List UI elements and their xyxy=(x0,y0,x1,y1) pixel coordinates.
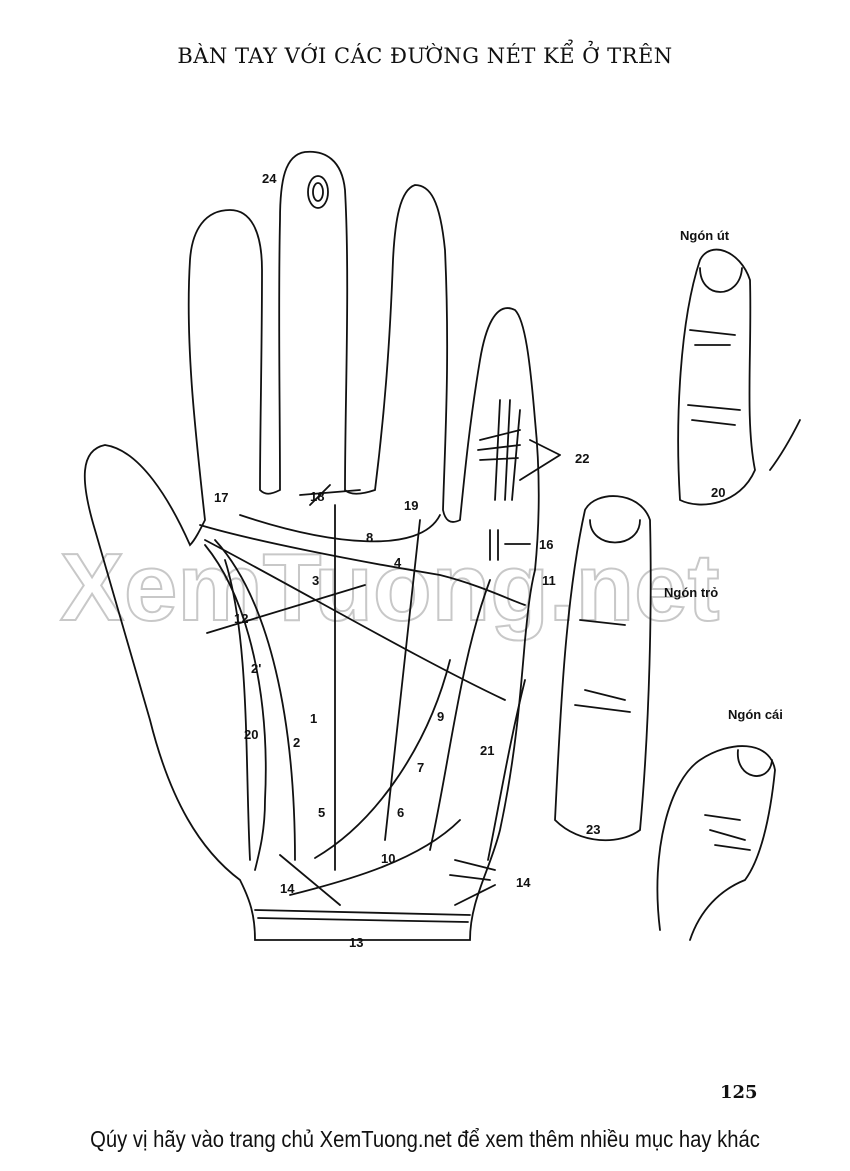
thumb-outline xyxy=(656,745,776,941)
line-7 xyxy=(314,659,451,859)
footer-suffix: để xem thêm nhiều mục hay khác xyxy=(451,1126,760,1152)
little-finger-creases xyxy=(687,329,741,426)
page-title: BÀN TAY VỚI CÁC ĐƯỜNG NÉT KỂ Ở TRÊN xyxy=(177,44,673,68)
label-5: 5 xyxy=(318,805,325,820)
label-4: 4 xyxy=(394,555,402,570)
footer-site-link[interactable]: XemTuong.net xyxy=(319,1126,452,1152)
label-20-little: 20 xyxy=(711,485,725,500)
label-index-finger: Ngón trỏ xyxy=(664,585,718,600)
pointer-22-16 xyxy=(504,439,561,545)
label-23: 23 xyxy=(586,822,600,837)
line-21 xyxy=(487,679,526,861)
index-finger-creases xyxy=(574,619,631,713)
label-16: 16 xyxy=(539,537,553,552)
label-6: 6 xyxy=(397,805,404,820)
label-3: 3 xyxy=(312,573,319,588)
label-little-finger: Ngón út xyxy=(680,228,730,243)
little-finger-outline xyxy=(677,248,801,506)
line-9 xyxy=(429,579,491,851)
line-10 xyxy=(289,819,461,896)
line-14-right xyxy=(449,859,496,906)
footer-note: Qúy vị hãy vào trang chủ XemTuong.net để… xyxy=(51,1126,799,1153)
label-13: 13 xyxy=(349,935,363,950)
label-11: 11 xyxy=(542,573,556,588)
label-1: 1 xyxy=(310,711,317,726)
label-20-palm: 20 xyxy=(244,727,258,742)
label-7: 7 xyxy=(417,760,424,775)
line-4 xyxy=(199,524,526,606)
line-12 xyxy=(206,584,366,634)
index-finger-outline xyxy=(554,495,652,842)
hand-outline xyxy=(83,150,540,941)
line-13 xyxy=(254,909,471,923)
line-14-left xyxy=(279,854,341,906)
line-22-16 xyxy=(477,399,521,561)
label-24: 24 xyxy=(262,171,277,186)
line-18 xyxy=(299,484,361,506)
whorl-24-inner xyxy=(312,182,324,202)
label-9: 9 xyxy=(437,709,444,724)
index-finger-nail xyxy=(589,519,641,544)
label-14-right: 14 xyxy=(516,875,531,890)
label-21: 21 xyxy=(480,743,494,758)
thumb-creases xyxy=(704,814,751,851)
little-finger-nail xyxy=(699,267,743,293)
whorl-24 xyxy=(307,175,329,209)
label-12: 12 xyxy=(234,611,248,626)
label-19: 19 xyxy=(404,498,418,513)
label-2-prime: 2' xyxy=(251,661,261,676)
line-3 xyxy=(204,539,506,701)
line-2-prime xyxy=(224,559,251,861)
label-17: 17 xyxy=(214,490,228,505)
footer-prefix: Qúy vị hãy vào trang chủ xyxy=(90,1126,320,1152)
label-thumb: Ngón cái xyxy=(728,707,783,722)
thumb-nail xyxy=(737,749,773,777)
label-10: 10 xyxy=(381,851,395,866)
line-8 xyxy=(239,514,441,543)
label-14-left: 14 xyxy=(280,881,295,896)
line-2 xyxy=(214,539,296,861)
label-22: 22 xyxy=(575,451,589,466)
label-8: 8 xyxy=(366,530,373,545)
label-18: 18 xyxy=(310,489,324,504)
label-2: 2 xyxy=(293,735,300,750)
page-number: 125 xyxy=(720,1082,758,1103)
